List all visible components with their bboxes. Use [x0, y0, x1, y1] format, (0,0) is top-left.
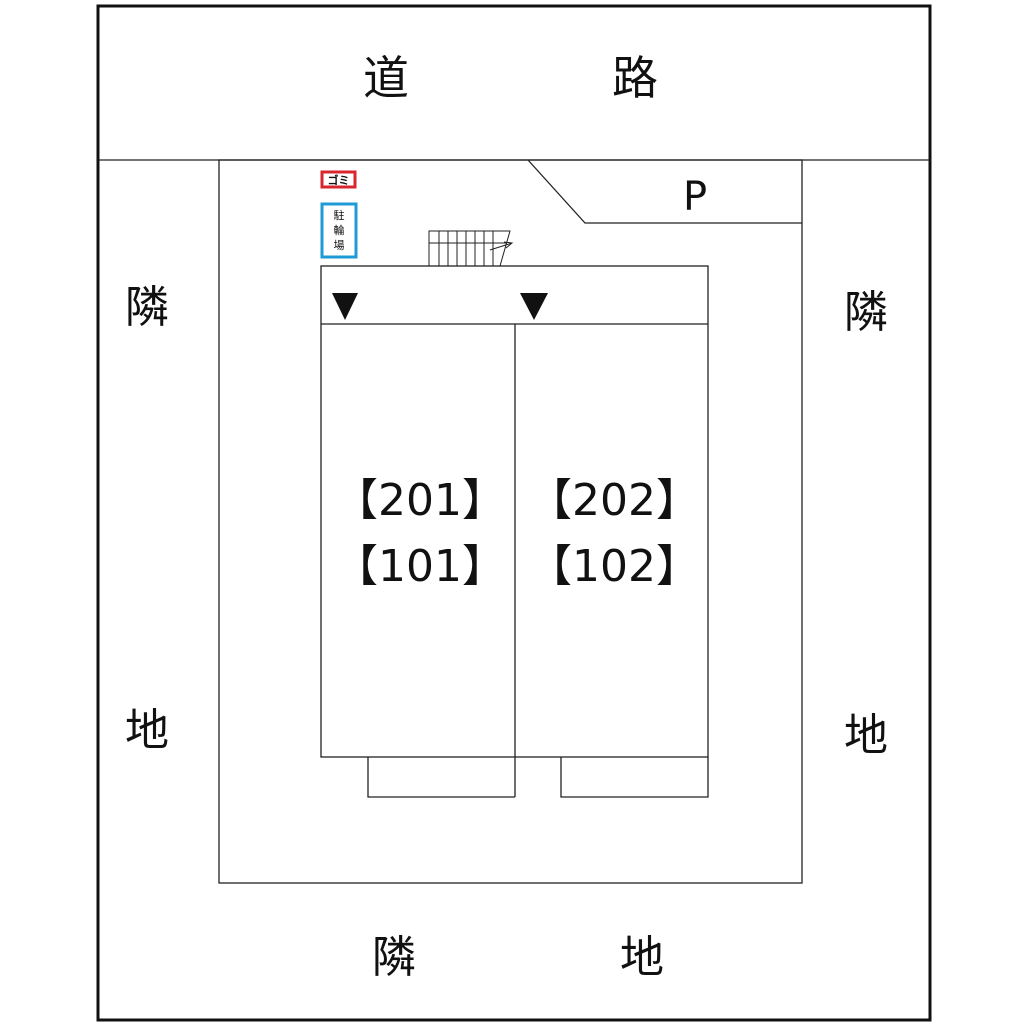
- neighbor-bottom-right: 地: [620, 932, 664, 983]
- staircase: [428, 230, 514, 267]
- parking-area: [527, 159, 802, 224]
- bicycle-parking-char-2: 輪: [334, 223, 345, 237]
- garbage-station: [320, 170, 357, 189]
- entrance-marker-right: [520, 293, 548, 320]
- road-label-right: 路: [612, 51, 658, 105]
- neighbor-left-bottom: 地: [125, 705, 169, 756]
- property-lot: [218, 159, 803, 884]
- neighbor-right-bottom: 地: [844, 710, 888, 761]
- entrance-marker-left: [332, 293, 358, 320]
- bicycle-parking-char-3: 場: [334, 239, 345, 252]
- garbage-label: ゴミ: [328, 173, 350, 187]
- unit-102-label: 【102】: [528, 541, 700, 592]
- balcony-left: [367, 757, 515, 798]
- balcony-right: [560, 757, 709, 798]
- unit-101-label: 【101】: [334, 541, 506, 592]
- neighbor-left-top: 隣: [125, 282, 169, 333]
- neighbor-bottom-left: 隣: [372, 932, 416, 983]
- bicycle-parking: [320, 202, 358, 259]
- parking-label: P: [683, 174, 707, 220]
- neighbor-right-top: 隣: [844, 287, 888, 338]
- unit-202-label: 【202】: [528, 475, 700, 526]
- road-label-left: 道: [363, 51, 409, 105]
- unit-201-label: 【201】: [334, 475, 506, 526]
- bicycle-parking-char-1: 駐: [334, 208, 345, 222]
- outer-frame: [96, 4, 932, 1022]
